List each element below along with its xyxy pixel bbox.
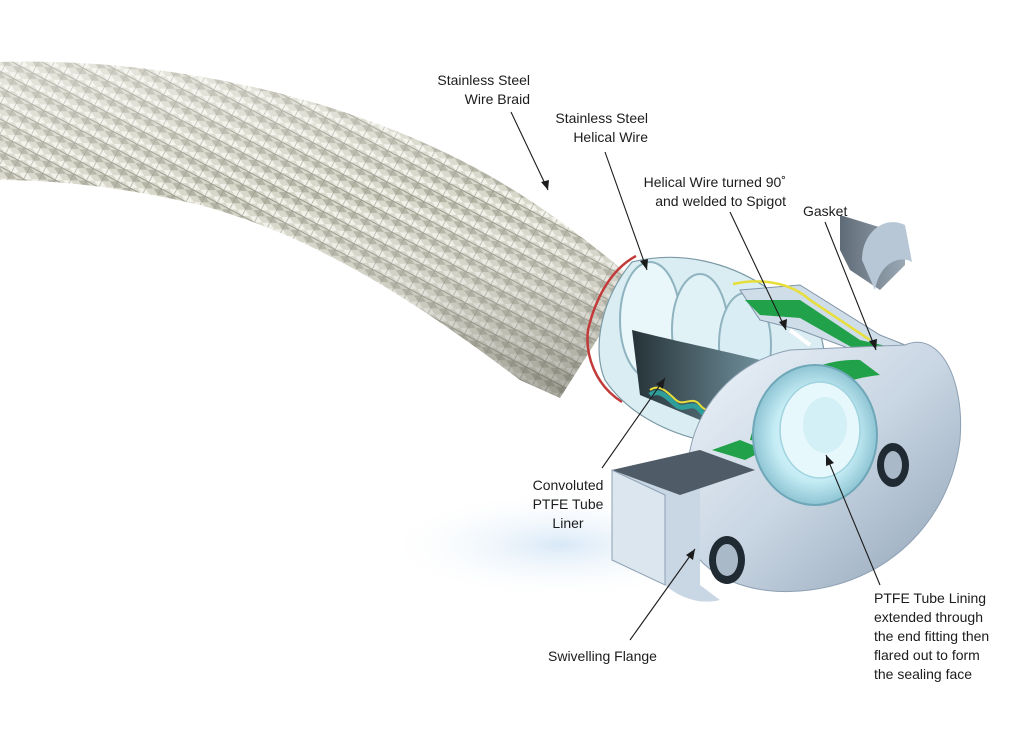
label-ptfe-lining-line3: the end fitting then: [874, 628, 990, 644]
arrow-gasket: [869, 339, 877, 350]
arrow-ptfe-lining: [826, 455, 834, 466]
label-ptfe-lining-line5: the sealing face: [874, 666, 973, 682]
label-convoluted-liner-line2: PTFE Tube: [532, 496, 604, 512]
swivelling-flange: [611, 215, 962, 602]
label-ptfe-lining-line2: extended through: [874, 609, 983, 625]
label-swivelling-flange-line1: Swivelling Flange: [548, 648, 657, 664]
arrow-helical-wire: [640, 259, 648, 270]
leader-helical-wire: [604, 151, 648, 271]
label-wire-braid: Stainless Steel Wire Braid: [418, 71, 530, 109]
braided-hose: [0, 61, 640, 398]
label-helical-turned-line2: and welded to Spigot: [655, 193, 786, 209]
leader-swivelling-flange: [629, 548, 696, 641]
leader-convoluted-liner: [601, 377, 666, 469]
label-swivelling-flange: Swivelling Flange: [548, 647, 678, 666]
label-convoluted-liner: Convoluted PTFE Tube Liner: [518, 476, 618, 533]
label-wire-braid-line2: Wire Braid: [464, 91, 530, 107]
leader-helical-turned: [729, 211, 787, 331]
label-helical-wire: Stainless Steel Helical Wire: [536, 109, 648, 147]
label-helical-wire-line1: Stainless Steel: [555, 110, 648, 126]
braid-cut-edge: [586, 254, 637, 404]
label-ptfe-lining: PTFE Tube Lining extended through the en…: [874, 589, 1014, 684]
arrow-swivelling-flange: [686, 549, 695, 560]
label-helical-turned-line1: Helical Wire turned 90˚: [643, 174, 786, 190]
arrow-wire-braid: [541, 180, 549, 190]
arrow-convoluted-liner: [656, 378, 665, 389]
label-gasket-line1: Gasket: [803, 203, 848, 219]
label-ptfe-lining-line4: flared out to form: [874, 647, 980, 663]
arrow-helical-turned: [779, 319, 787, 330]
leader-gasket: [824, 221, 877, 351]
leader-ptfe-lining: [825, 454, 881, 586]
label-helical-turned: Helical Wire turned 90˚ and welded to Sp…: [614, 173, 786, 211]
label-convoluted-liner-line1: Convoluted: [532, 477, 604, 493]
label-gasket: Gasket: [803, 202, 873, 221]
label-helical-wire-line2: Helical Wire: [573, 129, 648, 145]
label-wire-braid-line1: Stainless Steel: [437, 72, 530, 88]
label-convoluted-liner-line3: Liner: [552, 515, 584, 531]
leader-wire-braid: [510, 111, 549, 191]
label-ptfe-lining-line1: PTFE Tube Lining: [874, 590, 987, 606]
leader-lines: [510, 111, 881, 641]
